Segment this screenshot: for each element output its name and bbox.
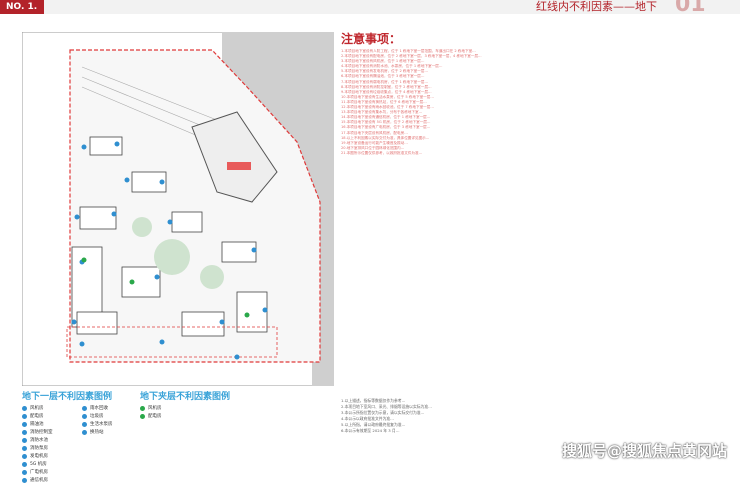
legend-item: 生活水泵房 [82,420,137,428]
legend-title: 地下一层不利因素图例 [22,392,113,402]
bottom-note-line: 2.本项目地下室风口、采光、排烟等设施以实际为准… [341,404,432,409]
note-line: 4.本项目地下室设有消防水池、水泵房，位于 1 栋地下室一层… [341,64,443,69]
broadcast-room-icon [22,469,27,475]
residential-blocks [71,136,268,337]
legend-basement-1: 地下一层不利因素图例 风机房 雨水回收 配电房 垃圾房 隔油池 生活水泵房 消防… [22,389,137,484]
road-area [222,32,334,386]
heat-station-icon [82,429,87,435]
note-line: 7.本项目地下室设有弱电机房，位于 1 栋地下室一层… [341,79,429,84]
legend-item: 隔油池 [22,420,82,428]
legend-item: 换热站 [82,428,137,436]
power-room-icon [22,413,27,419]
5g-room-icon [22,461,27,467]
bottom-note-line: 3.本公示所指位置仅为示意，请以实际交付为准… [341,410,425,415]
bottom-note-line: 1.以上描述，指标等数据仅作为参考… [341,398,406,403]
note-line: 21.本图所示位置仅供参考，以政府批准文件为准… [341,150,423,155]
note-line: 19.地下室设备运行可能产生噪音及振动… [341,140,408,145]
power-room-icon [140,413,145,419]
legend-item: 雨水回收 [82,404,137,412]
fire-pool-icon [22,437,27,443]
note-line: 1.本项目地下室设有人防工程，位于 1 栋地下室一层范围，车道出口在 2 栋地下… [341,49,476,53]
mezzanine-markers [81,257,250,318]
legend-item: 5G 机房 [22,460,82,468]
fan-room-icon [22,405,27,411]
note-line: 3.本项目地下室设有风机房，位于 1 栋地下室一层… [341,59,425,64]
notes-panel: 注意事项： 1.本项目地下室设有人防工程，位于 1 栋地下室一层范围，车道出口在… [341,30,733,156]
generator-icon [22,453,27,459]
site-plan-map [22,32,334,386]
legend-item: 垃圾房 [82,412,137,420]
legend-item: 配电房 [22,412,82,420]
rain-recycle-icon [82,405,87,411]
legend-item: 通信机房 [22,476,82,484]
note-line: 14.本项目地下室设有通信机房，位于 1 栋地下室一层… [341,115,431,120]
page-number: 01 [675,0,706,17]
note-line: 20.地下室排风口位于园林绿化范围内… [341,145,405,150]
note-line: 13.本项目地下室设有集水坑，分布于各栋地下室… [341,110,423,115]
legend-item: 消防泵房 [22,444,82,452]
section-badge: NO. 1. 8 [0,0,44,26]
inner-dashed-line [66,326,278,358]
fire-pump-icon [22,445,27,451]
note-line: 5.本项目地下室设有发电机房，位于 2 栋地下室一层… [341,69,429,74]
legend-item: 发电机房 [22,452,82,460]
main-building [191,111,278,203]
legend-item: 消防控制室 [22,428,82,436]
grease-trap-icon [22,421,27,427]
note-line: 11.本项目地下室设有换热站，位于 6 栋地下室一层… [341,99,427,104]
note-line: 2.本项目地下室设有配电房，位于 2 栋地下室一层，3 栋地下室一层，4 栋地下… [341,54,482,59]
note-line: 17.本项目地下夹层设有风机房、配电房… [341,130,408,135]
landscape-greenery [132,217,224,289]
water-pump-icon [82,421,87,427]
bottom-note-line: 5.以上所指，请以政府最终批复为准… [341,422,406,427]
note-line: 9.本项目地下室设有垃圾收集点，位于 4 栋地下室一层… [341,89,432,94]
bottom-notes: 1.以上描述，指标等数据仅作为参考… 2.本项目地下室风口、采光、排烟等设施以实… [341,398,611,434]
fire-control-icon [22,429,27,435]
garbage-room-icon [82,413,87,419]
mezzanine-label [227,162,251,170]
note-line: 6.本项目地下室设有隔油池，位于 3 栋地下室一层… [341,74,425,79]
legend-mezzanine: 地下夹层不利因素图例 风机房 配电房 [140,389,230,420]
legend-item: 消防水池 [22,436,82,444]
legend-item: 配电房 [140,412,230,420]
legend-item: 广电机房 [22,468,82,476]
bottom-note-line: 6.本公示有效期至 2024 年 3 月… [341,428,400,433]
legend-item: 风机房 [140,404,230,412]
legend-title: 地下夹层不利因素图例 [140,392,231,402]
note-line: 8.本项目地下室设有消防控制室，位于 2 栋地下室一层… [341,84,432,89]
top-bar [0,0,740,14]
note-line: 18.以上不利因素以实际交付为准，具体位置详见图示… [341,135,430,140]
note-line: 16.本项目地下室设有广电机房，位于 3 栋地下室一层… [341,125,431,130]
note-line: 12.本项目地下室设有雨水回收池，位于 7 栋地下室一层… [341,105,434,110]
bottom-note-line: 4.本公示以政府批准文件为准… [341,416,394,421]
parking-rows [81,66,223,143]
telecom-room-icon [22,477,27,483]
note-line: 10.本项目地下室设有生活水泵房，位于 5 栋地下室一层… [341,94,434,99]
facility-markers [71,141,268,360]
note-line: 15.本项目地下室设有 5G 机房，位于 2 栋地下室一层… [341,120,431,125]
watermark: 搜狐号@搜狐焦点黄冈站 [562,442,728,460]
page-title: 红线内不利因素——地下 [536,0,657,13]
fan-room-icon [140,405,145,411]
notes-title: 注意事项： [341,32,402,46]
legend-item: 风机房 [22,404,82,412]
